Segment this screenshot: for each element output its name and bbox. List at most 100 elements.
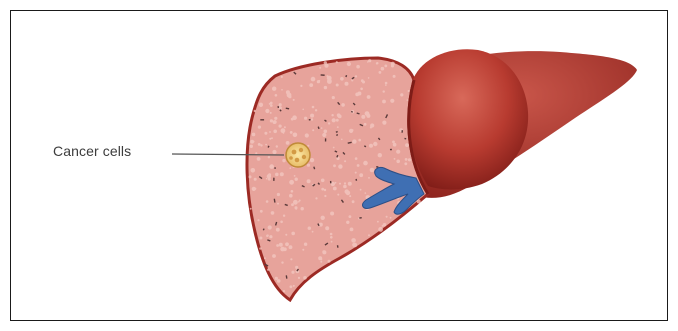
- tissue-speckle: [324, 86, 327, 89]
- tissue-speckle: [336, 84, 339, 87]
- tissue-speckle: [268, 156, 270, 158]
- tissue-speckle: [408, 158, 411, 161]
- tissue-speckle: [359, 173, 363, 177]
- tissue-speckle: [253, 141, 255, 143]
- tissue-speckle: [364, 123, 367, 126]
- tissue-speckle: [270, 104, 273, 107]
- tissue-speckle: [293, 200, 298, 205]
- tissue-speckle: [393, 143, 397, 147]
- tissue-speckle: [291, 190, 294, 193]
- tissue-speckle: [408, 90, 410, 92]
- tissue-speckle: [285, 242, 289, 246]
- tissue-speckle: [319, 223, 323, 227]
- tissue-speckle: [291, 118, 294, 121]
- tissue-speckle: [344, 160, 346, 162]
- tissue-speckle: [276, 228, 280, 232]
- tissue-speckle: [324, 189, 326, 191]
- tissue-speckle: [254, 178, 257, 181]
- tissue-speckle: [268, 225, 272, 229]
- tissue-speckle: [309, 83, 313, 87]
- tissue-speckle: [264, 132, 267, 135]
- tissue-speckle: [350, 228, 354, 232]
- tissue-speckle: [345, 82, 349, 86]
- tissue-speckle: [293, 133, 298, 138]
- tissue-speckle: [330, 212, 334, 216]
- tissue-speckle: [295, 178, 298, 181]
- tissue-speckle: [289, 167, 291, 169]
- tissue-speckle: [275, 173, 279, 177]
- tissue-speckle: [318, 256, 322, 260]
- tissue-speckle: [352, 200, 355, 203]
- tissue-speckle: [260, 210, 263, 213]
- tissue-speckle: [360, 189, 362, 191]
- tissue-speckle: [283, 290, 285, 292]
- tissue-speckle: [382, 225, 384, 227]
- tissue-speckle: [394, 158, 396, 160]
- tissue-speckle: [277, 279, 281, 283]
- tissue-speckle: [392, 141, 395, 144]
- tissue-speckle: [383, 90, 385, 92]
- tissue-speckle: [279, 125, 282, 128]
- tissue-speckle: [331, 114, 333, 116]
- tissue-speckle: [250, 208, 252, 210]
- tissue-speckle: [284, 126, 286, 128]
- tissue-speckle: [279, 103, 282, 106]
- tissue-speckle: [405, 158, 408, 161]
- tissue-speckle: [333, 164, 336, 167]
- tissue-speckle: [282, 159, 285, 162]
- tissue-speckle: [267, 174, 271, 178]
- tissue-dark-spot: [330, 181, 332, 183]
- tissue-speckle: [327, 79, 331, 83]
- tissue-speckle: [312, 106, 315, 109]
- tissue-speckle: [346, 221, 349, 224]
- tissue-speckle: [295, 208, 297, 210]
- tissue-speckle: [390, 217, 392, 219]
- tissue-speckle: [335, 182, 337, 184]
- tissue-speckle: [290, 131, 293, 134]
- tissue-speckle: [257, 157, 261, 161]
- tissue-dark-spot: [390, 149, 392, 150]
- tissue-speckle: [362, 81, 365, 84]
- tissue-speckle: [272, 150, 276, 154]
- tissue-speckle: [303, 276, 307, 280]
- tissue-speckle: [283, 215, 285, 217]
- tissue-speckle: [324, 64, 328, 68]
- tissue-speckle: [290, 258, 292, 260]
- tissue-speckle: [273, 121, 276, 124]
- tissue-speckle: [338, 164, 342, 168]
- tissue-speckle: [265, 144, 267, 146]
- tissue-speckle: [352, 129, 354, 131]
- tissue-speckle: [340, 77, 344, 81]
- tissue-speckle: [351, 79, 353, 81]
- tissue-speckle: [396, 160, 400, 164]
- tissue-speckle: [251, 168, 256, 173]
- tissue-speckle: [259, 103, 263, 107]
- tissue-speckle: [321, 216, 325, 220]
- tissue-speckle: [368, 177, 370, 179]
- tissue-speckle: [330, 233, 333, 236]
- tissue-speckle: [257, 219, 259, 221]
- tissue-speckle: [310, 158, 314, 162]
- tissue-speckle: [281, 89, 283, 91]
- tissue-speckle: [400, 93, 403, 96]
- tissue-speckle: [295, 266, 298, 269]
- tissue-speckle: [370, 123, 374, 127]
- tissue-speckle: [266, 234, 268, 236]
- tissue-speckle: [269, 138, 271, 140]
- tissue-dark-spot: [274, 167, 276, 169]
- tissue-speckle: [312, 231, 314, 233]
- tissue-speckle: [298, 277, 300, 279]
- tissue-speckle: [286, 141, 290, 145]
- tissue-speckle: [333, 187, 337, 191]
- tissue-speckle: [368, 234, 370, 236]
- tissue-speckle: [349, 215, 352, 218]
- tissue-speckle: [331, 241, 333, 243]
- tissue-speckle: [258, 143, 261, 146]
- tissue-speckle: [291, 271, 294, 274]
- tissue-speckle: [355, 172, 357, 174]
- tissue-speckle: [325, 226, 329, 230]
- tissue-speckle: [266, 200, 269, 203]
- tissue-speckle: [310, 114, 314, 118]
- tissue-speckle: [337, 126, 339, 128]
- tissue-speckle: [377, 221, 379, 223]
